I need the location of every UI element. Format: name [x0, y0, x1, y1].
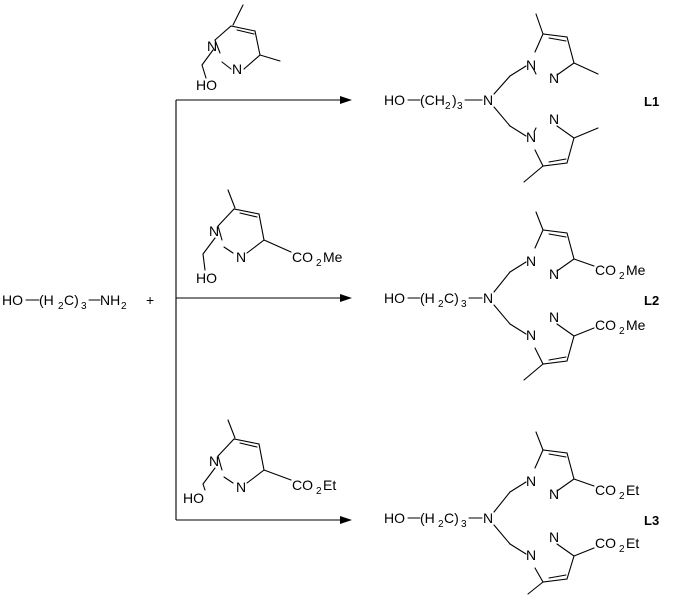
reagent2-n1: N — [209, 223, 219, 239]
reagent-2: N N HO CO 2 Me — [196, 189, 343, 286]
amine-chain-close: C) — [64, 292, 79, 308]
l2-ho: HO — [384, 290, 405, 306]
starting-amine: HO (H 2 C) 3 NH 2 + — [2, 292, 154, 312]
reagent3-ho: HO — [183, 490, 204, 506]
amine-chain-sub: 3 — [81, 301, 87, 312]
l2-bot-me: Me — [626, 317, 646, 333]
reagent-3: N N HO CO 2 Et — [183, 419, 336, 506]
l2-bot-n1: N — [526, 327, 536, 343]
l3-chain-sub2: 3 — [461, 519, 467, 530]
l1-chain-sub1: 2 — [445, 101, 451, 112]
reaction-arrows — [175, 96, 352, 524]
reagent1-n2: N — [232, 61, 242, 77]
l3-bot-n2: N — [549, 529, 559, 545]
l1-top-n2: N — [549, 70, 559, 86]
l1-chain: (CH — [420, 92, 445, 108]
reagent2-co: CO — [292, 249, 313, 265]
l2-top-n1: N — [526, 253, 536, 269]
l1-bot-n2: N — [549, 111, 559, 127]
plus-sign: + — [146, 292, 154, 308]
product-l3: HO (H 2 C) 3 N N N CO 2 Et N N CO 2 Et — [384, 431, 639, 595]
l3-top-n2: N — [549, 486, 559, 502]
l1-amine-n: N — [483, 92, 493, 108]
l3-bot-co-sub: 2 — [619, 544, 625, 555]
l1-chain-sub2: 3 — [457, 101, 463, 112]
l1-chain-close: ) — [452, 92, 457, 108]
amine-nh: NH — [100, 292, 120, 308]
reagent1-ho: HO — [196, 77, 217, 93]
l3-bot-co: CO — [595, 535, 616, 551]
reagent3-et: Et — [323, 477, 336, 493]
l3-chain-close: C) — [444, 510, 459, 526]
reagent2-co-sub: 2 — [316, 258, 322, 269]
reagent3-co-sub: 2 — [316, 486, 322, 497]
l3-amine-n: N — [483, 510, 493, 526]
reagent2-ho: HO — [196, 270, 217, 286]
product-l2: HO (H 2 C) 3 N N N CO 2 Me N N CO 2 Me — [384, 211, 646, 381]
l1-bot-n1: N — [526, 129, 536, 145]
l3-top-n1: N — [526, 473, 536, 489]
l3-ho: HO — [384, 510, 405, 526]
l3-top-co-sub: 2 — [619, 491, 625, 502]
l2-top-co: CO — [595, 262, 616, 278]
l2-bot-co-sub: 2 — [619, 326, 625, 337]
reagent2-n2: N — [236, 249, 246, 265]
l3-bot-n1: N — [526, 547, 536, 563]
amine-nh-sub: 2 — [121, 301, 127, 312]
l2-chain-sub2: 3 — [461, 299, 467, 310]
amine-ho: HO — [2, 292, 23, 308]
reagent3-n1: N — [209, 453, 219, 469]
reagent2-me: Me — [323, 249, 343, 265]
l3-chain: (H — [420, 510, 435, 526]
label-l2: L2 — [644, 293, 659, 308]
reagent1-n1: N — [207, 38, 217, 54]
amine-chain-open: (H — [39, 292, 54, 308]
l2-chain-sub1: 2 — [438, 299, 444, 310]
reagent-1: N N HO — [196, 4, 281, 93]
l2-bot-co: CO — [595, 317, 616, 333]
product-l1: HO (CH 2 ) 3 N N N N N — [384, 13, 599, 183]
l3-top-co: CO — [595, 482, 616, 498]
l2-bot-n2: N — [549, 309, 559, 325]
l2-amine-n: N — [483, 290, 493, 306]
l3-bot-et: Et — [626, 535, 639, 551]
l3-chain-sub1: 2 — [438, 519, 444, 530]
l2-chain-close: C) — [444, 290, 459, 306]
l2-top-me: Me — [626, 262, 646, 278]
l2-top-n2: N — [549, 266, 559, 282]
reagent3-n2: N — [236, 479, 246, 495]
label-l3: L3 — [644, 513, 659, 528]
amine-chain-h-sub: 2 — [58, 301, 64, 312]
l2-chain: (H — [420, 290, 435, 306]
reagent3-co: CO — [292, 477, 313, 493]
l3-top-et: Et — [626, 482, 639, 498]
l2-top-co-sub: 2 — [619, 271, 625, 282]
l1-top-n1: N — [526, 57, 536, 73]
label-l1: L1 — [644, 94, 659, 109]
l1-ho: HO — [384, 92, 405, 108]
